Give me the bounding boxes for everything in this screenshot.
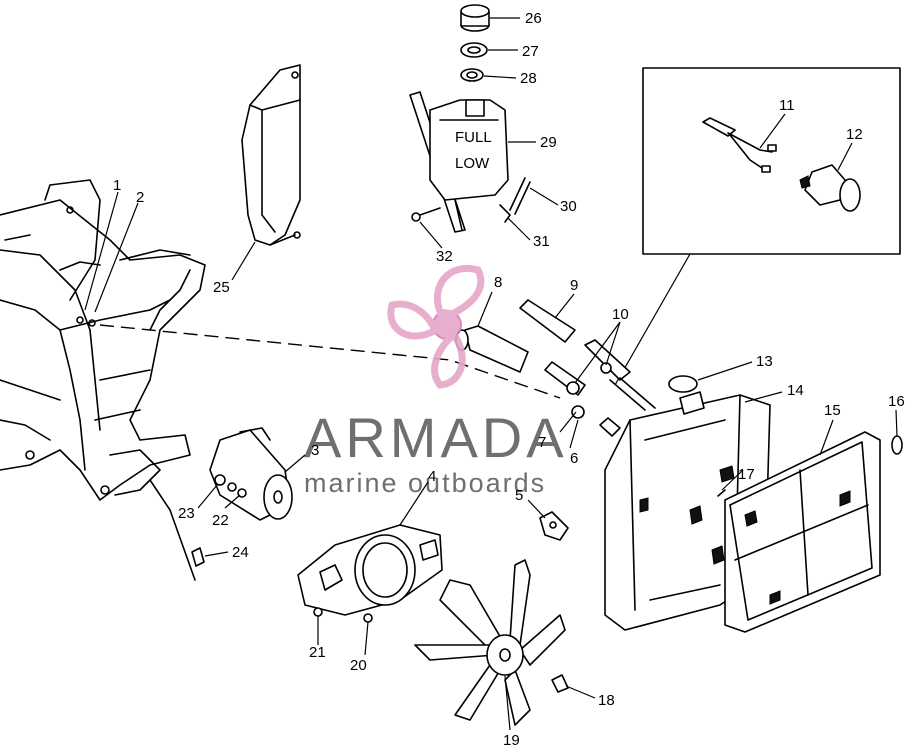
- coolant-reservoir: FULL LOW: [409, 91, 509, 233]
- callout-12: 12: [846, 126, 863, 143]
- frame-assembly: [0, 179, 206, 581]
- radiator-hoses: [455, 299, 656, 437]
- callout-3: 3: [311, 442, 319, 459]
- callout-24: 24: [232, 544, 249, 561]
- inset-box: [614, 67, 901, 386]
- callout-17: 17: [738, 466, 755, 483]
- leader-lines: [84, 17, 898, 731]
- callout-19: 19: [503, 732, 520, 749]
- callout-23: 23: [178, 505, 195, 522]
- fan-motor: [191, 427, 293, 567]
- callout-21: 21: [309, 644, 326, 661]
- tank-low-mark: LOW: [455, 155, 490, 172]
- callout-11: 11: [779, 97, 795, 114]
- fan-blade: [414, 559, 569, 726]
- callout-2: 2: [136, 189, 144, 206]
- callout-31: 31: [533, 233, 550, 250]
- radiator-screen: [724, 431, 903, 633]
- callout-1: 1: [113, 177, 121, 194]
- callout-25: 25: [213, 279, 230, 296]
- mount-bracket: [539, 511, 569, 541]
- callout-22: 22: [212, 512, 229, 529]
- callout-numbers: 1 2 3 4 5 6 7 8 9 10 11 12 13 14 15 16 1…: [113, 10, 905, 749]
- callout-13: 13: [756, 353, 773, 370]
- callout-15: 15: [824, 402, 841, 419]
- callout-16: 16: [888, 393, 905, 410]
- reservoir-cap: [460, 4, 490, 82]
- callout-32: 32: [436, 248, 453, 265]
- callout-14: 14: [787, 382, 804, 399]
- callout-27: 27: [522, 43, 539, 60]
- callout-28: 28: [520, 70, 537, 87]
- reservoir-hose-hardware: [411, 177, 531, 223]
- tank-full-mark: FULL: [455, 129, 492, 146]
- logo-blade-left: [387, 300, 442, 340]
- logo-blade-bottom: [431, 331, 466, 389]
- callout-29: 29: [540, 134, 557, 151]
- callout-10: 10: [612, 306, 629, 323]
- callout-8: 8: [494, 274, 502, 291]
- callout-6: 6: [570, 450, 578, 467]
- callout-18: 18: [598, 692, 615, 709]
- armada-logo: [387, 265, 485, 389]
- fan-shroud-plate: [297, 524, 443, 623]
- callout-5: 5: [515, 487, 523, 504]
- routing-line: [99, 324, 561, 399]
- callout-26: 26: [525, 10, 542, 27]
- callout-20: 20: [350, 657, 367, 674]
- logo-blade-top: [433, 265, 485, 318]
- callout-9: 9: [570, 277, 578, 294]
- callout-7: 7: [538, 434, 546, 451]
- callout-4: 4: [428, 468, 436, 485]
- shroud-part: [241, 64, 301, 246]
- callout-30: 30: [560, 198, 577, 215]
- watermark-brand: ARMADA: [304, 406, 568, 469]
- watermark-tagline: marine outboards: [304, 468, 546, 498]
